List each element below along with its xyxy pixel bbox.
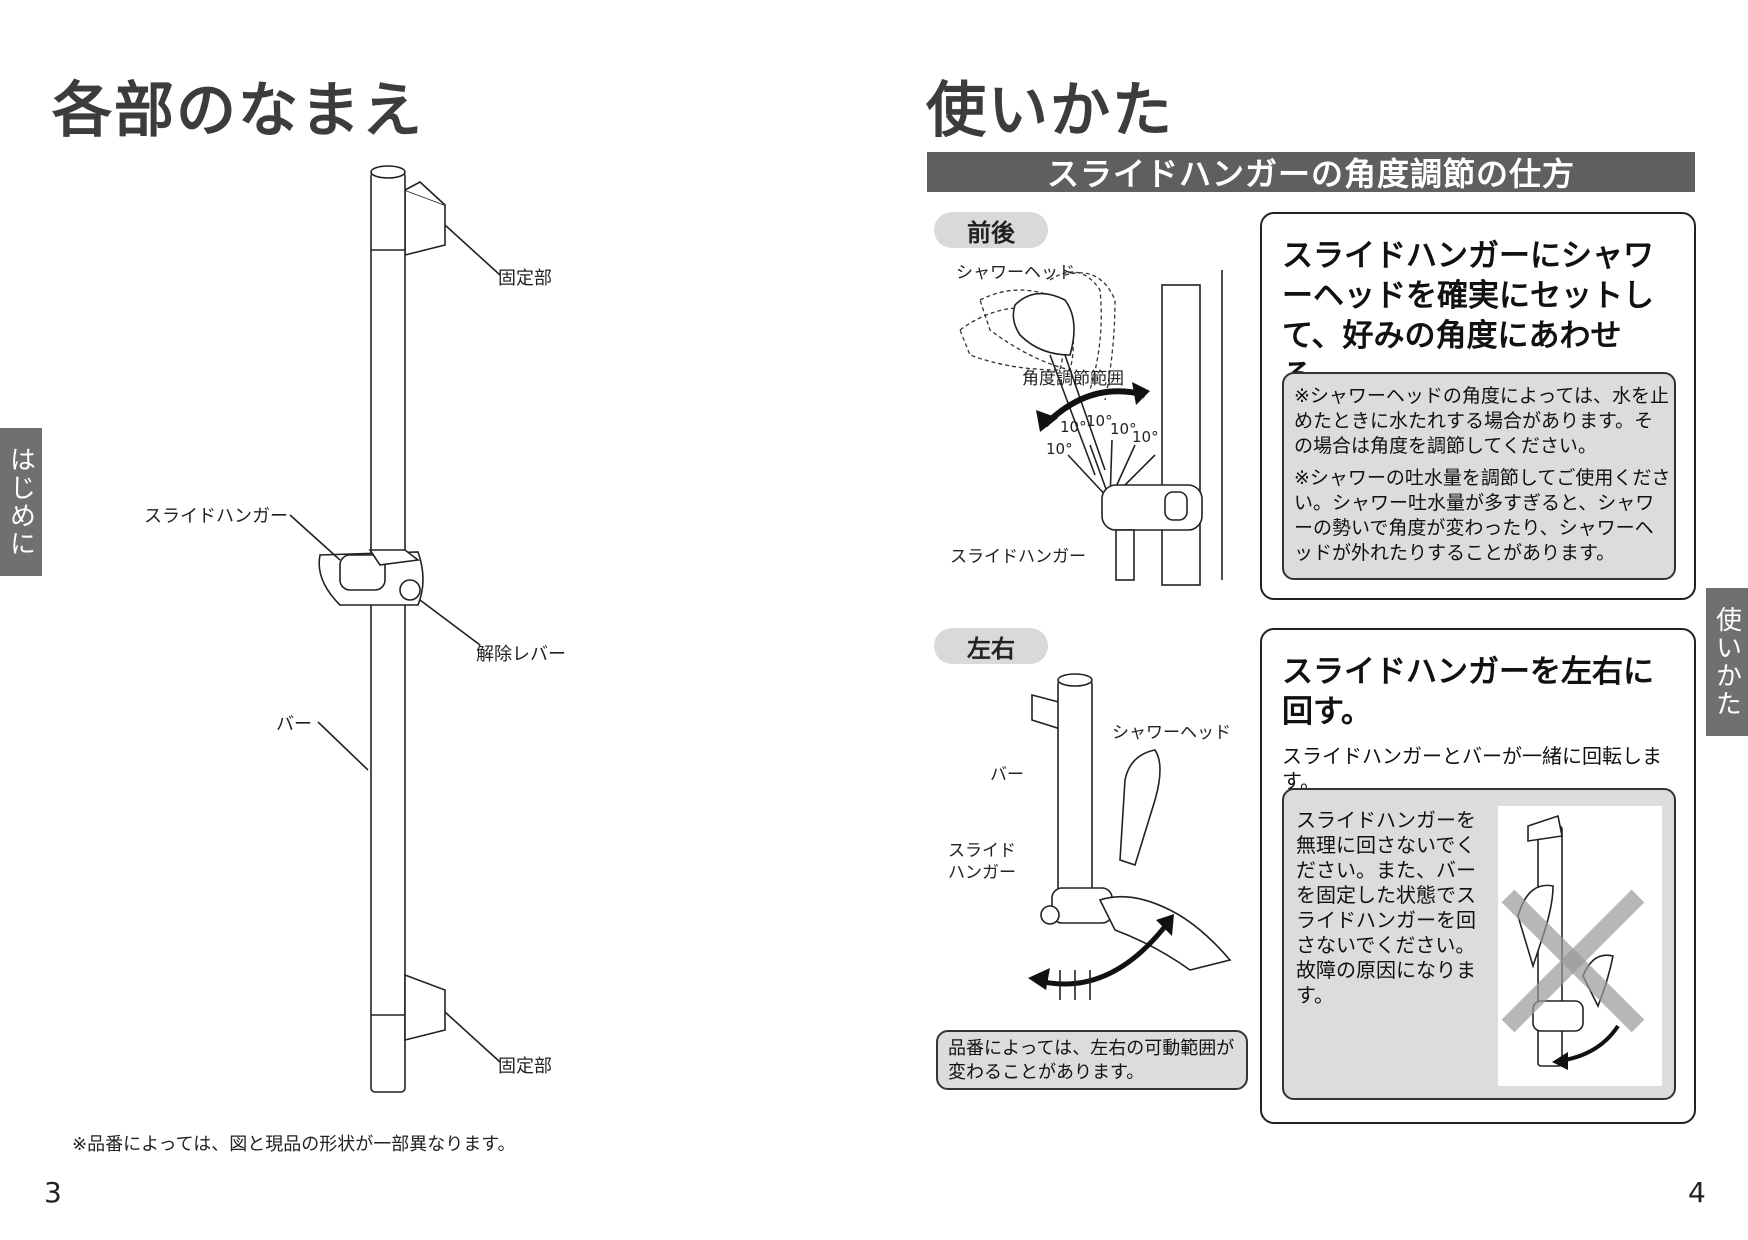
label-shower-head-fb: シャワーヘッド — [956, 263, 1075, 283]
left-right-subtext: スライドハンガーとバーが一緒に回転します。 — [1282, 744, 1662, 793]
left-right-info-box: スライドハンガーを左右に回す。 スライドハンガーとバーが一緒に回転します。 スラ… — [1260, 628, 1696, 1124]
label-angle-range: 角度調節範囲 — [1022, 369, 1124, 389]
angle-tick-4: 10° — [1132, 428, 1159, 446]
left-right-warning-text: スライドハンガーを無理に回さないでください。また、バーを固定した状態でスライドハ… — [1296, 808, 1476, 1007]
left-right-diagram — [1028, 673, 1232, 1000]
label-bar: バー — [276, 714, 312, 735]
left-right-small-note-text: 品番によっては、左右の可動範囲が変わることがあります。 — [948, 1038, 1235, 1083]
side-tab-usage[interactable]: 使いかた — [1706, 588, 1748, 736]
front-back-info-box: スライドハンガーにシャワーヘッドを確実にセットして、好みの角度にあわせる。 ※シ… — [1260, 212, 1696, 600]
section-bar-angle-adjust: スライドハンガーの角度調節の仕方 — [927, 152, 1695, 193]
front-back-note-box: ※シャワーヘッドの角度によっては、水を止めたときに水たれする場合があります。その… — [1282, 372, 1676, 580]
label-slide-hanger-lr-2: ハンガー — [948, 863, 1016, 883]
label-bar-lr: バー — [990, 765, 1024, 785]
front-back-diagram — [959, 270, 1223, 586]
angle-tick-1: 10° — [1060, 418, 1087, 436]
angle-tick-5: 10° — [1046, 440, 1073, 458]
side-tab-introduction[interactable]: はじめに — [0, 428, 42, 576]
angle-tick-3: 10° — [1110, 420, 1137, 438]
angle-tick-2: 10° — [1086, 412, 1113, 430]
left-right-small-note: 品番によっては、左右の可動範囲が変わることがあります。 — [936, 1030, 1248, 1090]
warning-diagram — [1498, 806, 1662, 1086]
page-title-usage: 使いかた — [926, 76, 1174, 146]
left-leader-lines — [289, 224, 501, 1063]
front-back-note-2: ※シャワーの吐水量を調節してご使用ください。シャワー吐水量が多すぎると、シャワー… — [1294, 467, 1671, 564]
label-slide-hanger-fb: スライドハンガー — [950, 547, 1086, 567]
label-fixed-top: 固定部 — [498, 268, 552, 289]
left-right-warning-box: スライドハンガーを無理に回さないでください。また、バーを固定した状態でスライドハ… — [1282, 788, 1676, 1100]
page-number-right: 4 — [1688, 1176, 1706, 1209]
label-shower-head-lr: シャワーヘッド — [1112, 723, 1231, 743]
label-slide-hanger: スライドハンガー — [144, 506, 288, 527]
front-back-note-1: ※シャワーヘッドの角度によっては、水を止めたときに水たれする場合があります。その… — [1294, 385, 1670, 457]
pill-left-right: 左右 — [934, 628, 1048, 664]
page-title-parts: 各部のなまえ — [52, 76, 424, 146]
pill-front-back: 前後 — [934, 212, 1048, 248]
label-slide-hanger-lr-1: スライド — [948, 841, 1016, 861]
left-right-heading: スライドハンガーを左右に回す。 — [1282, 654, 1654, 730]
label-fixed-bottom: 固定部 — [498, 1056, 552, 1077]
shower-bar-diagram — [318, 165, 446, 1093]
label-release-lever: 解除レバー — [476, 644, 566, 665]
page-number-left: 3 — [44, 1176, 62, 1209]
footnote-left: ※品番によっては、図と現品の形状が一部異なります。 — [72, 1134, 516, 1155]
